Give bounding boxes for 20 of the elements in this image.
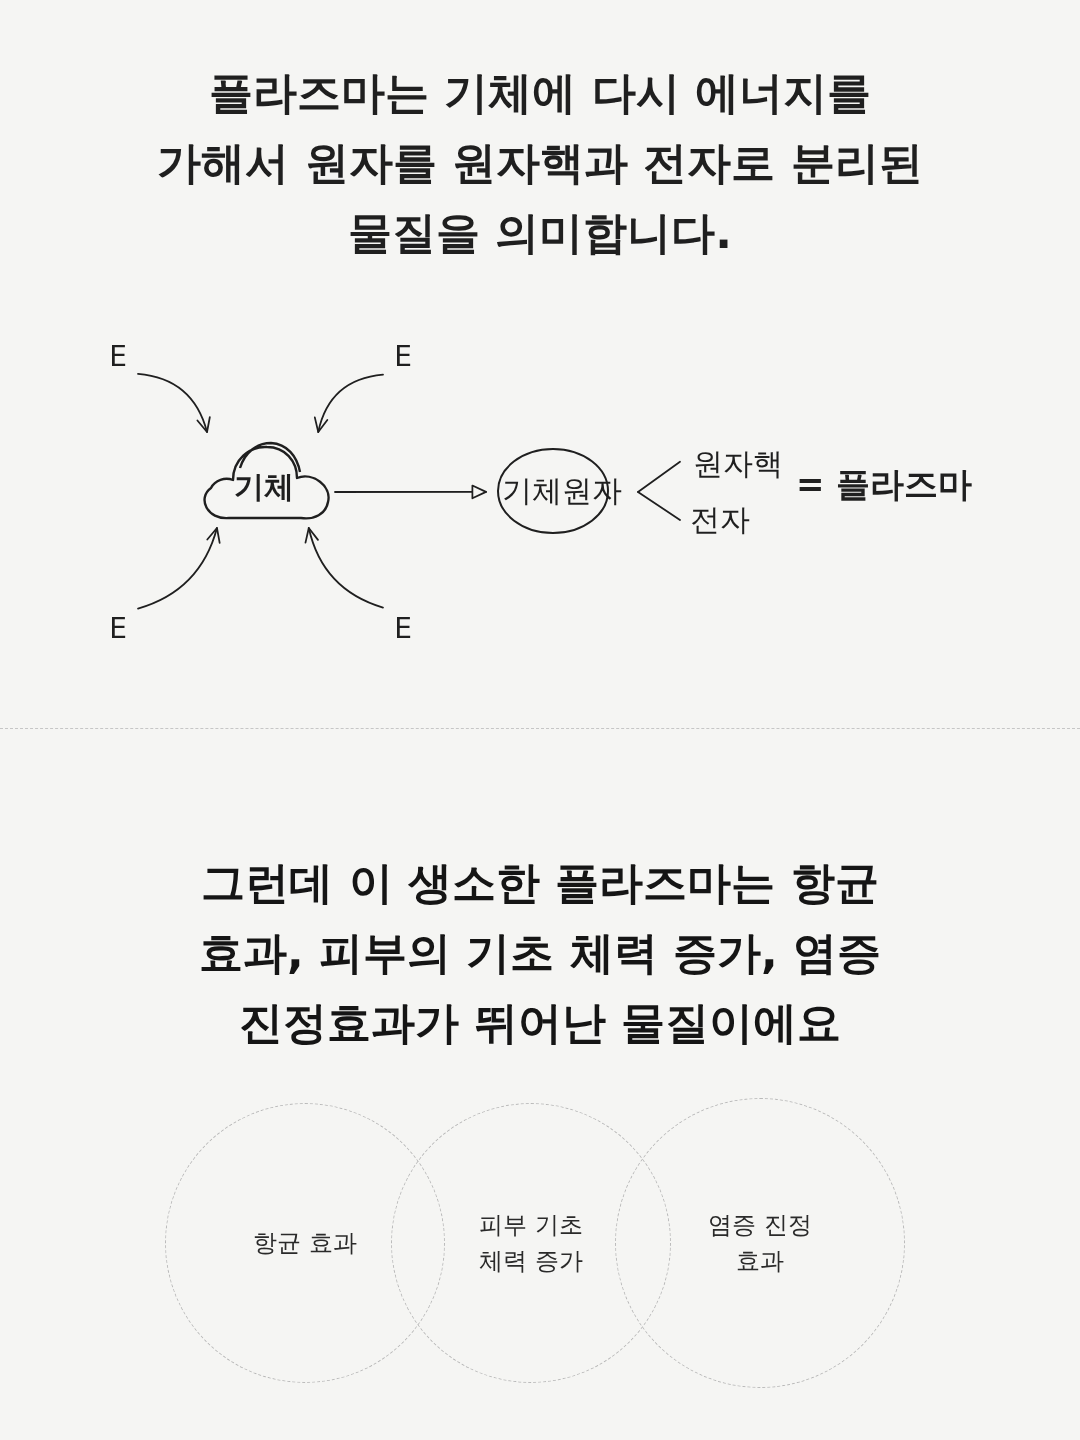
page-title: 플라즈마는 기체에 다시 에너지를 가해서 원자를 원자핵과 전자로 분리된 물질을 의미합니다. xyxy=(156,66,924,260)
node-label: 전자 xyxy=(680,498,760,542)
connector-line xyxy=(637,491,681,521)
node-label: 원자핵 xyxy=(680,442,796,486)
arrow xyxy=(305,527,384,609)
arrow xyxy=(334,484,487,500)
node-label: E xyxy=(98,334,138,380)
circle-label: 염증 진정 효과 xyxy=(707,1210,813,1277)
node-label: 기체 xyxy=(234,469,294,505)
subheading: 그런데 이 생소한 플라즈마는 항균 효과, 피부의 기초 체력 증가, 염증 진정효과가 뛰어난 물질이에요 xyxy=(198,856,882,1050)
node-label: E xyxy=(383,606,423,652)
arrow xyxy=(314,373,384,433)
circle-label: 항균 효과 xyxy=(252,1228,358,1259)
arrow xyxy=(137,527,220,610)
connector-line xyxy=(637,460,681,493)
result-label: = 플라즈마 xyxy=(796,463,973,506)
node-label: E xyxy=(383,334,423,380)
node-label: E xyxy=(98,606,138,652)
circle-label: 피부 기초 체력 증가 xyxy=(478,1210,584,1277)
arrow xyxy=(137,372,211,433)
